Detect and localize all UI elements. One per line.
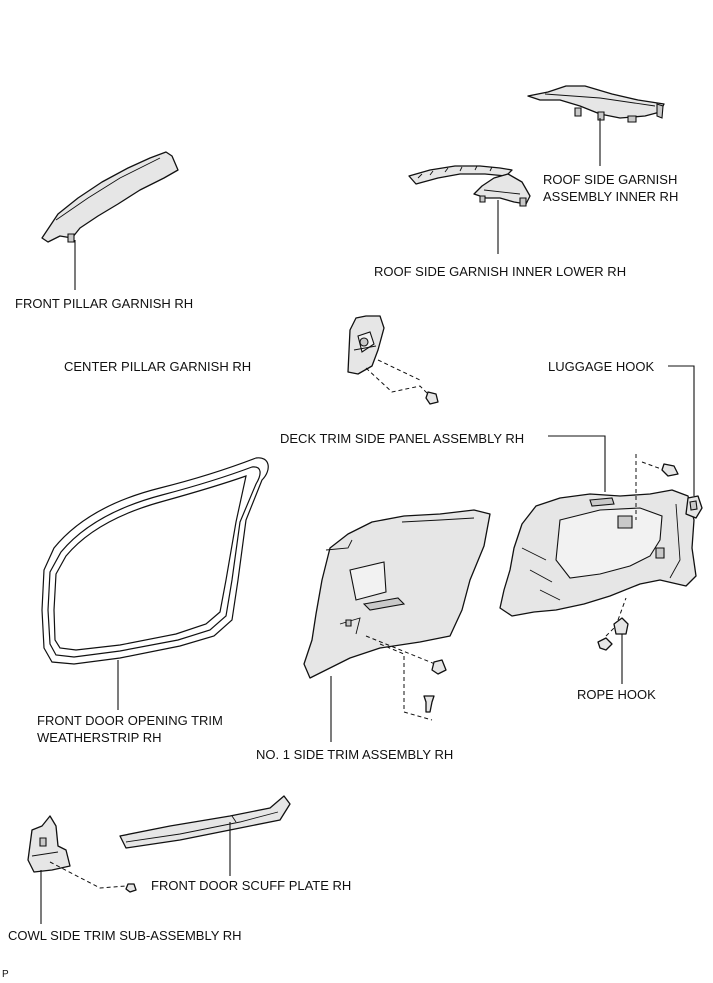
front-pillar-garnish-label: FRONT PILLAR GARNISH RH xyxy=(15,296,194,311)
rope-hook-label: ROPE HOOK xyxy=(577,687,656,702)
roof-side-garnish-inner-part xyxy=(527,85,665,166)
roof-side-garnish-inner-label-line1: ROOF SIDE GARNISH xyxy=(543,172,678,187)
center-pillar-garnish-label: CENTER PILLAR GARNISH RH xyxy=(64,359,252,374)
cowl-side-trim-label: COWL SIDE TRIM SUB-ASSEMBLY RH xyxy=(8,928,242,943)
door-weatherstrip-part xyxy=(41,457,269,710)
front-pillar-garnish-part xyxy=(41,151,179,290)
luggage-hook-label: LUGGAGE HOOK xyxy=(548,359,655,374)
deck-trim-label: DECK TRIM SIDE PANEL ASSEMBLY RH xyxy=(280,431,525,446)
side-trim-assembly-part xyxy=(303,509,491,742)
figure-code: P xyxy=(2,969,9,980)
scuff-plate-label: FRONT DOOR SCUFF PLATE RH xyxy=(151,878,352,893)
luggage-hook-part xyxy=(668,365,703,519)
center-pillar-garnish-part xyxy=(347,315,439,405)
door-weatherstrip-label-line1: FRONT DOOR OPENING TRIM xyxy=(37,713,223,728)
rope-hook-part xyxy=(597,597,629,684)
door-weatherstrip-label-line2: WEATHERSTRIP RH xyxy=(37,730,162,745)
scuff-plate-part xyxy=(119,795,291,876)
roof-side-garnish-inner-label-line2: ASSEMBLY INNER RH xyxy=(543,189,679,204)
roof-side-garnish-lower-part xyxy=(408,165,531,254)
cowl-side-trim-part xyxy=(27,815,137,924)
side-trim-assembly-label: NO. 1 SIDE TRIM ASSEMBLY RH xyxy=(256,747,454,762)
deck-trim-side-panel-part xyxy=(499,435,697,617)
roof-side-garnish-lower-label: ROOF SIDE GARNISH INNER LOWER RH xyxy=(374,264,627,279)
